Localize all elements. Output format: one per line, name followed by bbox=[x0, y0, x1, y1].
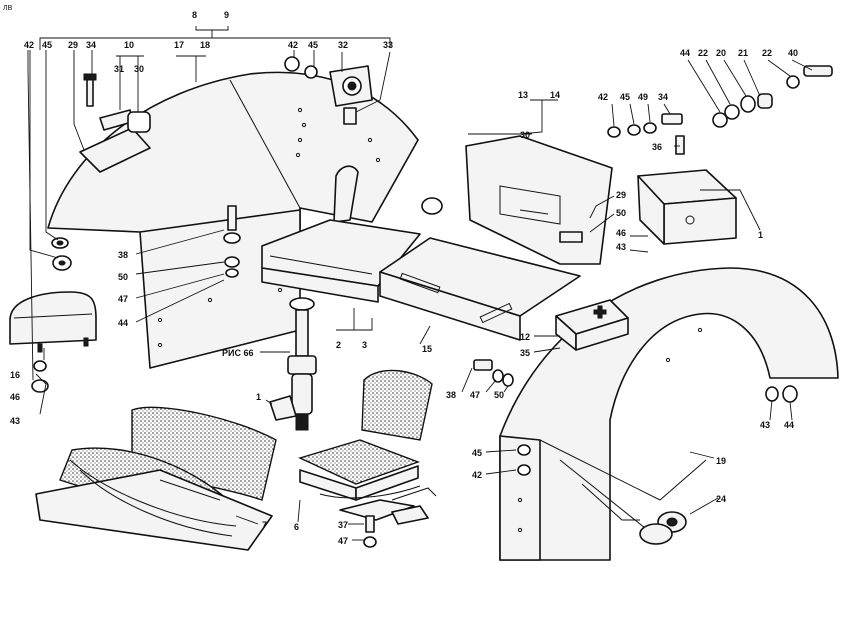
callout-42: 42 bbox=[24, 40, 34, 50]
washers-left bbox=[51, 56, 318, 271]
callout-10: 10 bbox=[124, 40, 134, 50]
left-fender bbox=[47, 71, 419, 369]
callout-20: 20 bbox=[716, 48, 726, 58]
callout-44: 44 bbox=[118, 318, 128, 328]
hardware-top-right bbox=[712, 65, 833, 128]
callout-6: 6 bbox=[294, 522, 299, 532]
callout-47: 47 bbox=[470, 390, 480, 400]
callout-12: 12 bbox=[520, 332, 530, 342]
callout-36: 36 bbox=[652, 142, 662, 152]
callout-19: 19 bbox=[716, 456, 726, 466]
callout-42: 42 bbox=[288, 40, 298, 50]
callout-43: 43 bbox=[760, 420, 770, 430]
mount-bracket bbox=[329, 65, 373, 125]
callout-45: 45 bbox=[472, 448, 482, 458]
callout-44: 44 bbox=[680, 48, 690, 58]
callout-21: 21 bbox=[738, 48, 748, 58]
seat-assembly-7 bbox=[35, 406, 277, 551]
seat-assembly-6 bbox=[298, 369, 437, 525]
callout-50: 50 bbox=[494, 390, 504, 400]
callout-34: 34 bbox=[86, 40, 96, 50]
callout-42: 42 bbox=[472, 470, 482, 480]
callout-13: 13 bbox=[518, 90, 528, 100]
callout-8: 8 bbox=[192, 10, 197, 20]
callout-32: 32 bbox=[338, 40, 348, 50]
washers-right bbox=[765, 385, 798, 403]
callout-labels: 8 9 42 45 29 34 10 17 18 42 45 32 33 31 … bbox=[10, 10, 798, 546]
seat-backplate bbox=[421, 135, 613, 265]
callout-31: 31 bbox=[114, 64, 124, 74]
callout-46: 46 bbox=[616, 228, 626, 238]
bolt-group-left bbox=[223, 205, 241, 278]
callout-43: 43 bbox=[616, 242, 626, 252]
callout-38: 38 bbox=[118, 250, 128, 260]
callout-43: 43 bbox=[10, 416, 20, 426]
callout-22: 22 bbox=[762, 48, 772, 58]
first-aid-box bbox=[555, 299, 629, 351]
callout-14: 14 bbox=[550, 90, 560, 100]
callout-29: 29 bbox=[68, 40, 78, 50]
callout-38: 38 bbox=[446, 390, 456, 400]
callout-47: 47 bbox=[118, 294, 128, 304]
callout-30: 30 bbox=[520, 130, 530, 140]
callout-24: 24 bbox=[716, 494, 726, 504]
seat-spring-column bbox=[269, 297, 317, 431]
callout-45: 45 bbox=[42, 40, 52, 50]
callout-3: 3 bbox=[362, 340, 367, 350]
callout-7: 7 bbox=[262, 520, 267, 530]
callout-49: 49 bbox=[638, 92, 648, 102]
callout-34: 34 bbox=[658, 92, 668, 102]
fender-bolt-holes bbox=[157, 107, 381, 348]
callout-17: 17 bbox=[174, 40, 184, 50]
callout-50: 50 bbox=[616, 208, 626, 218]
callout-30: 30 bbox=[134, 64, 144, 74]
callout-46: 46 bbox=[10, 392, 20, 402]
roller-24 bbox=[639, 511, 687, 545]
callout-1: 1 bbox=[256, 392, 261, 402]
callout-45: 45 bbox=[308, 40, 318, 50]
callout-2: 2 bbox=[336, 340, 341, 350]
callout-50: 50 bbox=[118, 272, 128, 282]
callout-37: 37 bbox=[338, 520, 348, 530]
callout-35: 35 bbox=[520, 348, 530, 358]
lever-boot bbox=[333, 165, 359, 223]
bolt-group-center bbox=[473, 359, 514, 387]
callout-22: 22 bbox=[698, 48, 708, 58]
callout-18: 18 bbox=[200, 40, 210, 50]
callout-29: 29 bbox=[616, 190, 626, 200]
callout-9: 9 bbox=[224, 10, 229, 20]
hardware-top-middle bbox=[607, 113, 685, 155]
callout-45: 45 bbox=[620, 92, 630, 102]
bolt-group-bottom bbox=[363, 515, 377, 548]
callout-ris-66: РИС 66 bbox=[222, 348, 253, 358]
callout-40: 40 bbox=[788, 48, 798, 58]
callout-15: 15 bbox=[422, 344, 432, 354]
armrest-left bbox=[9, 291, 97, 393]
callout-44: 44 bbox=[784, 420, 794, 430]
callout-42: 42 bbox=[598, 92, 608, 102]
hinge-bracket bbox=[79, 73, 151, 173]
washers-fender-right bbox=[517, 444, 531, 476]
armrest-right bbox=[637, 169, 737, 245]
callout-47: 47 bbox=[338, 536, 348, 546]
callout-33: 33 bbox=[383, 40, 393, 50]
corner-mark: ЛВ bbox=[3, 5, 13, 12]
leader-lines bbox=[27, 26, 813, 541]
seat-platform bbox=[379, 237, 581, 341]
callout-16: 16 bbox=[10, 370, 20, 380]
callout-1: 1 bbox=[758, 230, 763, 240]
